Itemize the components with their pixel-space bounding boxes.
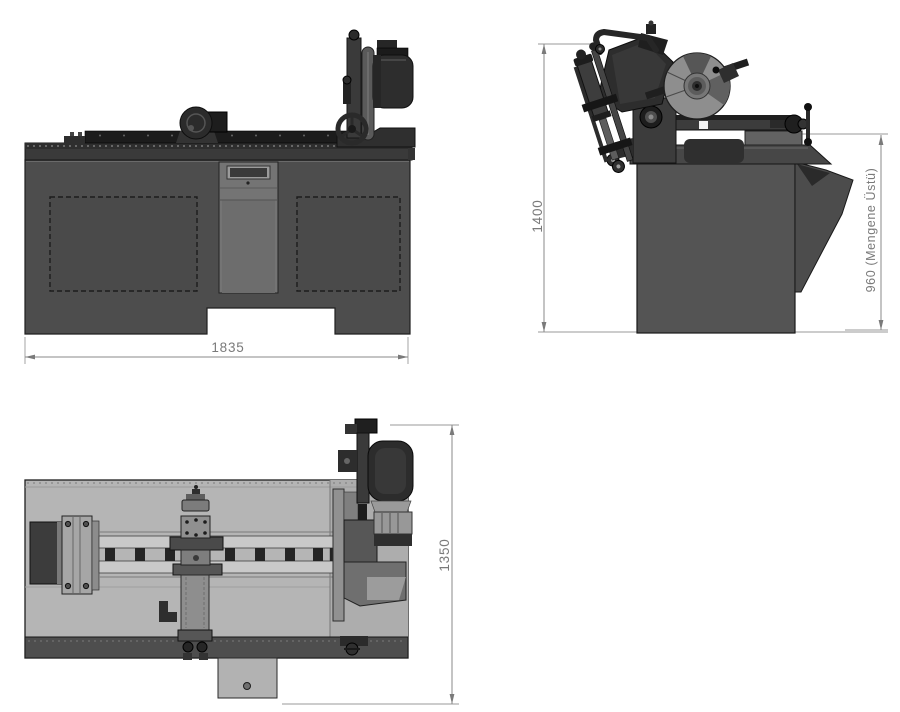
top-saw-unit	[332, 488, 407, 656]
pivot-column	[169, 485, 224, 660]
motor-top	[338, 418, 414, 546]
arrow-up-icon	[541, 44, 547, 54]
front-view: 1835	[24, 29, 416, 364]
saw-head-front	[335, 29, 416, 148]
control-console	[218, 161, 279, 294]
gearbox-top	[373, 511, 413, 535]
vise-handle-knob	[804, 138, 812, 146]
vise-assembly	[654, 103, 812, 146]
arrow-right-icon	[398, 354, 408, 360]
front-panels	[49, 196, 401, 292]
vise-height-label: 960 (Mengene Üstü)	[864, 168, 878, 293]
front-width-dimension: 1835	[24, 337, 409, 364]
carry-handle	[593, 29, 659, 55]
top-depth-label: 1350	[437, 538, 452, 571]
arrow-up-icon	[449, 425, 455, 435]
l-bracket	[159, 601, 177, 622]
arrow-down-icon	[541, 322, 547, 332]
vise-handle-knob	[804, 103, 812, 111]
clamp-knob	[344, 642, 360, 656]
flange-bolts	[64, 520, 90, 590]
arrow-down-icon	[878, 320, 884, 330]
handwheel-icon	[335, 112, 369, 146]
left-end-stop	[29, 515, 100, 595]
side-stand	[636, 161, 854, 334]
saw-blade-disc	[663, 52, 739, 120]
arrow-up-icon	[878, 135, 884, 145]
arrow-left-icon	[25, 354, 35, 360]
side-height-label: 1400	[530, 199, 545, 232]
console-button	[246, 181, 250, 185]
plate-bolts	[185, 518, 207, 537]
front-width-label: 1835	[211, 340, 244, 355]
mounting-tab	[217, 657, 278, 699]
chip-chute	[794, 161, 854, 293]
side-view: 1400 960 (Mengene Üstü)	[530, 20, 888, 334]
top-depth-dimension: 1350	[282, 424, 459, 705]
side-table	[629, 130, 833, 165]
arrow-down-icon	[449, 694, 455, 704]
top-table-front-band	[24, 636, 409, 659]
side-height-dimension: 1400	[530, 43, 600, 332]
top-view: 1350	[24, 418, 459, 705]
roller-carriage	[176, 106, 228, 143]
vise-height-dimension: 960 (Mengene Üstü)	[760, 133, 888, 331]
hydraulic-cylinder	[573, 42, 634, 173]
